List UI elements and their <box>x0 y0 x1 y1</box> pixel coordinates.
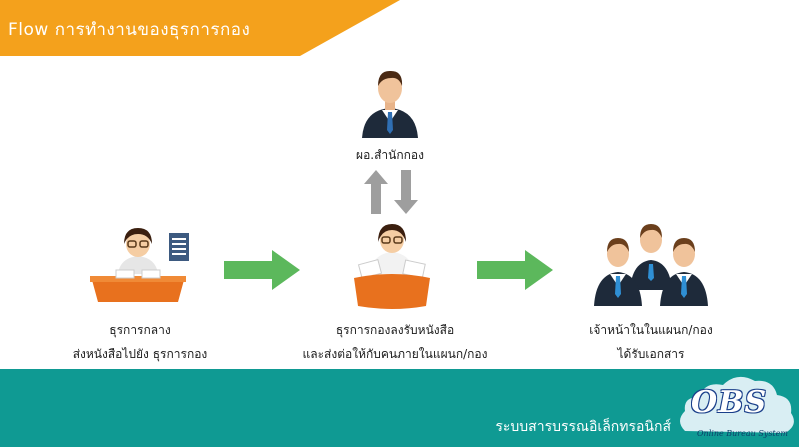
logo-mark: OBS <box>691 385 768 420</box>
obs-logo: OBS Online Bureau System <box>675 369 799 447</box>
banner-shape <box>0 0 400 56</box>
people-group-icon <box>594 224 708 306</box>
division-clerk-caption: ธุรการกองลงรับหนังสือ และส่งต่อให้กับคนภ… <box>270 318 520 366</box>
division-clerk-line1: ธุรการกองลงรับหนังสือ <box>335 323 455 337</box>
up-arrow-icon <box>364 170 388 214</box>
logo-subtitle: Online Bureau System <box>697 429 788 438</box>
clerk-woman-icon <box>90 228 186 302</box>
header-banner: Flow การทำงานของธุรการกอง <box>0 0 400 56</box>
footer-bar: ระบบสารบรรณอิเล็กทรอนิกส์ OBS Online Bur… <box>0 369 799 447</box>
system-title: ระบบสารบรรณอิเล็กทรอนิกส์ <box>495 419 671 435</box>
staff-line2: ได้รับเอกสาร <box>617 347 685 361</box>
arrow-right-1 <box>224 250 300 290</box>
staff-figure <box>588 214 714 306</box>
central-clerk-caption: ธุรการกลาง ส่งหนังสือไปยัง ธุรการกอง <box>30 318 250 366</box>
staff-line1: เจ้าหน้าในในแผนก/กอง <box>589 323 713 337</box>
division-clerk-figure <box>350 218 434 310</box>
arrow-right-2 <box>477 250 553 290</box>
up-down-arrows <box>364 170 418 214</box>
page-title: Flow การทำงานของธุรการกอง <box>8 20 251 40</box>
down-arrow-icon <box>394 170 418 214</box>
central-clerk-figure <box>88 222 198 308</box>
businessman-icon <box>362 70 418 138</box>
arrow-right-icon <box>477 250 553 290</box>
document-icon <box>169 233 189 261</box>
staff-caption: เจ้าหน้าในในแผนก/กอง ได้รับเอกสาร <box>546 318 756 366</box>
division-clerk-line2: และส่งต่อให้กับคนภายในแผนก/กอง <box>302 347 488 361</box>
clerk-woman-icon <box>354 224 430 309</box>
cloud-icon <box>680 376 794 433</box>
director-figure <box>358 66 422 138</box>
arrow-right-icon <box>224 250 300 290</box>
central-clerk-line1: ธุรการกลาง <box>109 323 171 337</box>
central-clerk-line2: ส่งหนังสือไปยัง ธุรการกอง <box>72 347 208 361</box>
director-label: ผอ.สำนักกอง <box>356 148 424 162</box>
